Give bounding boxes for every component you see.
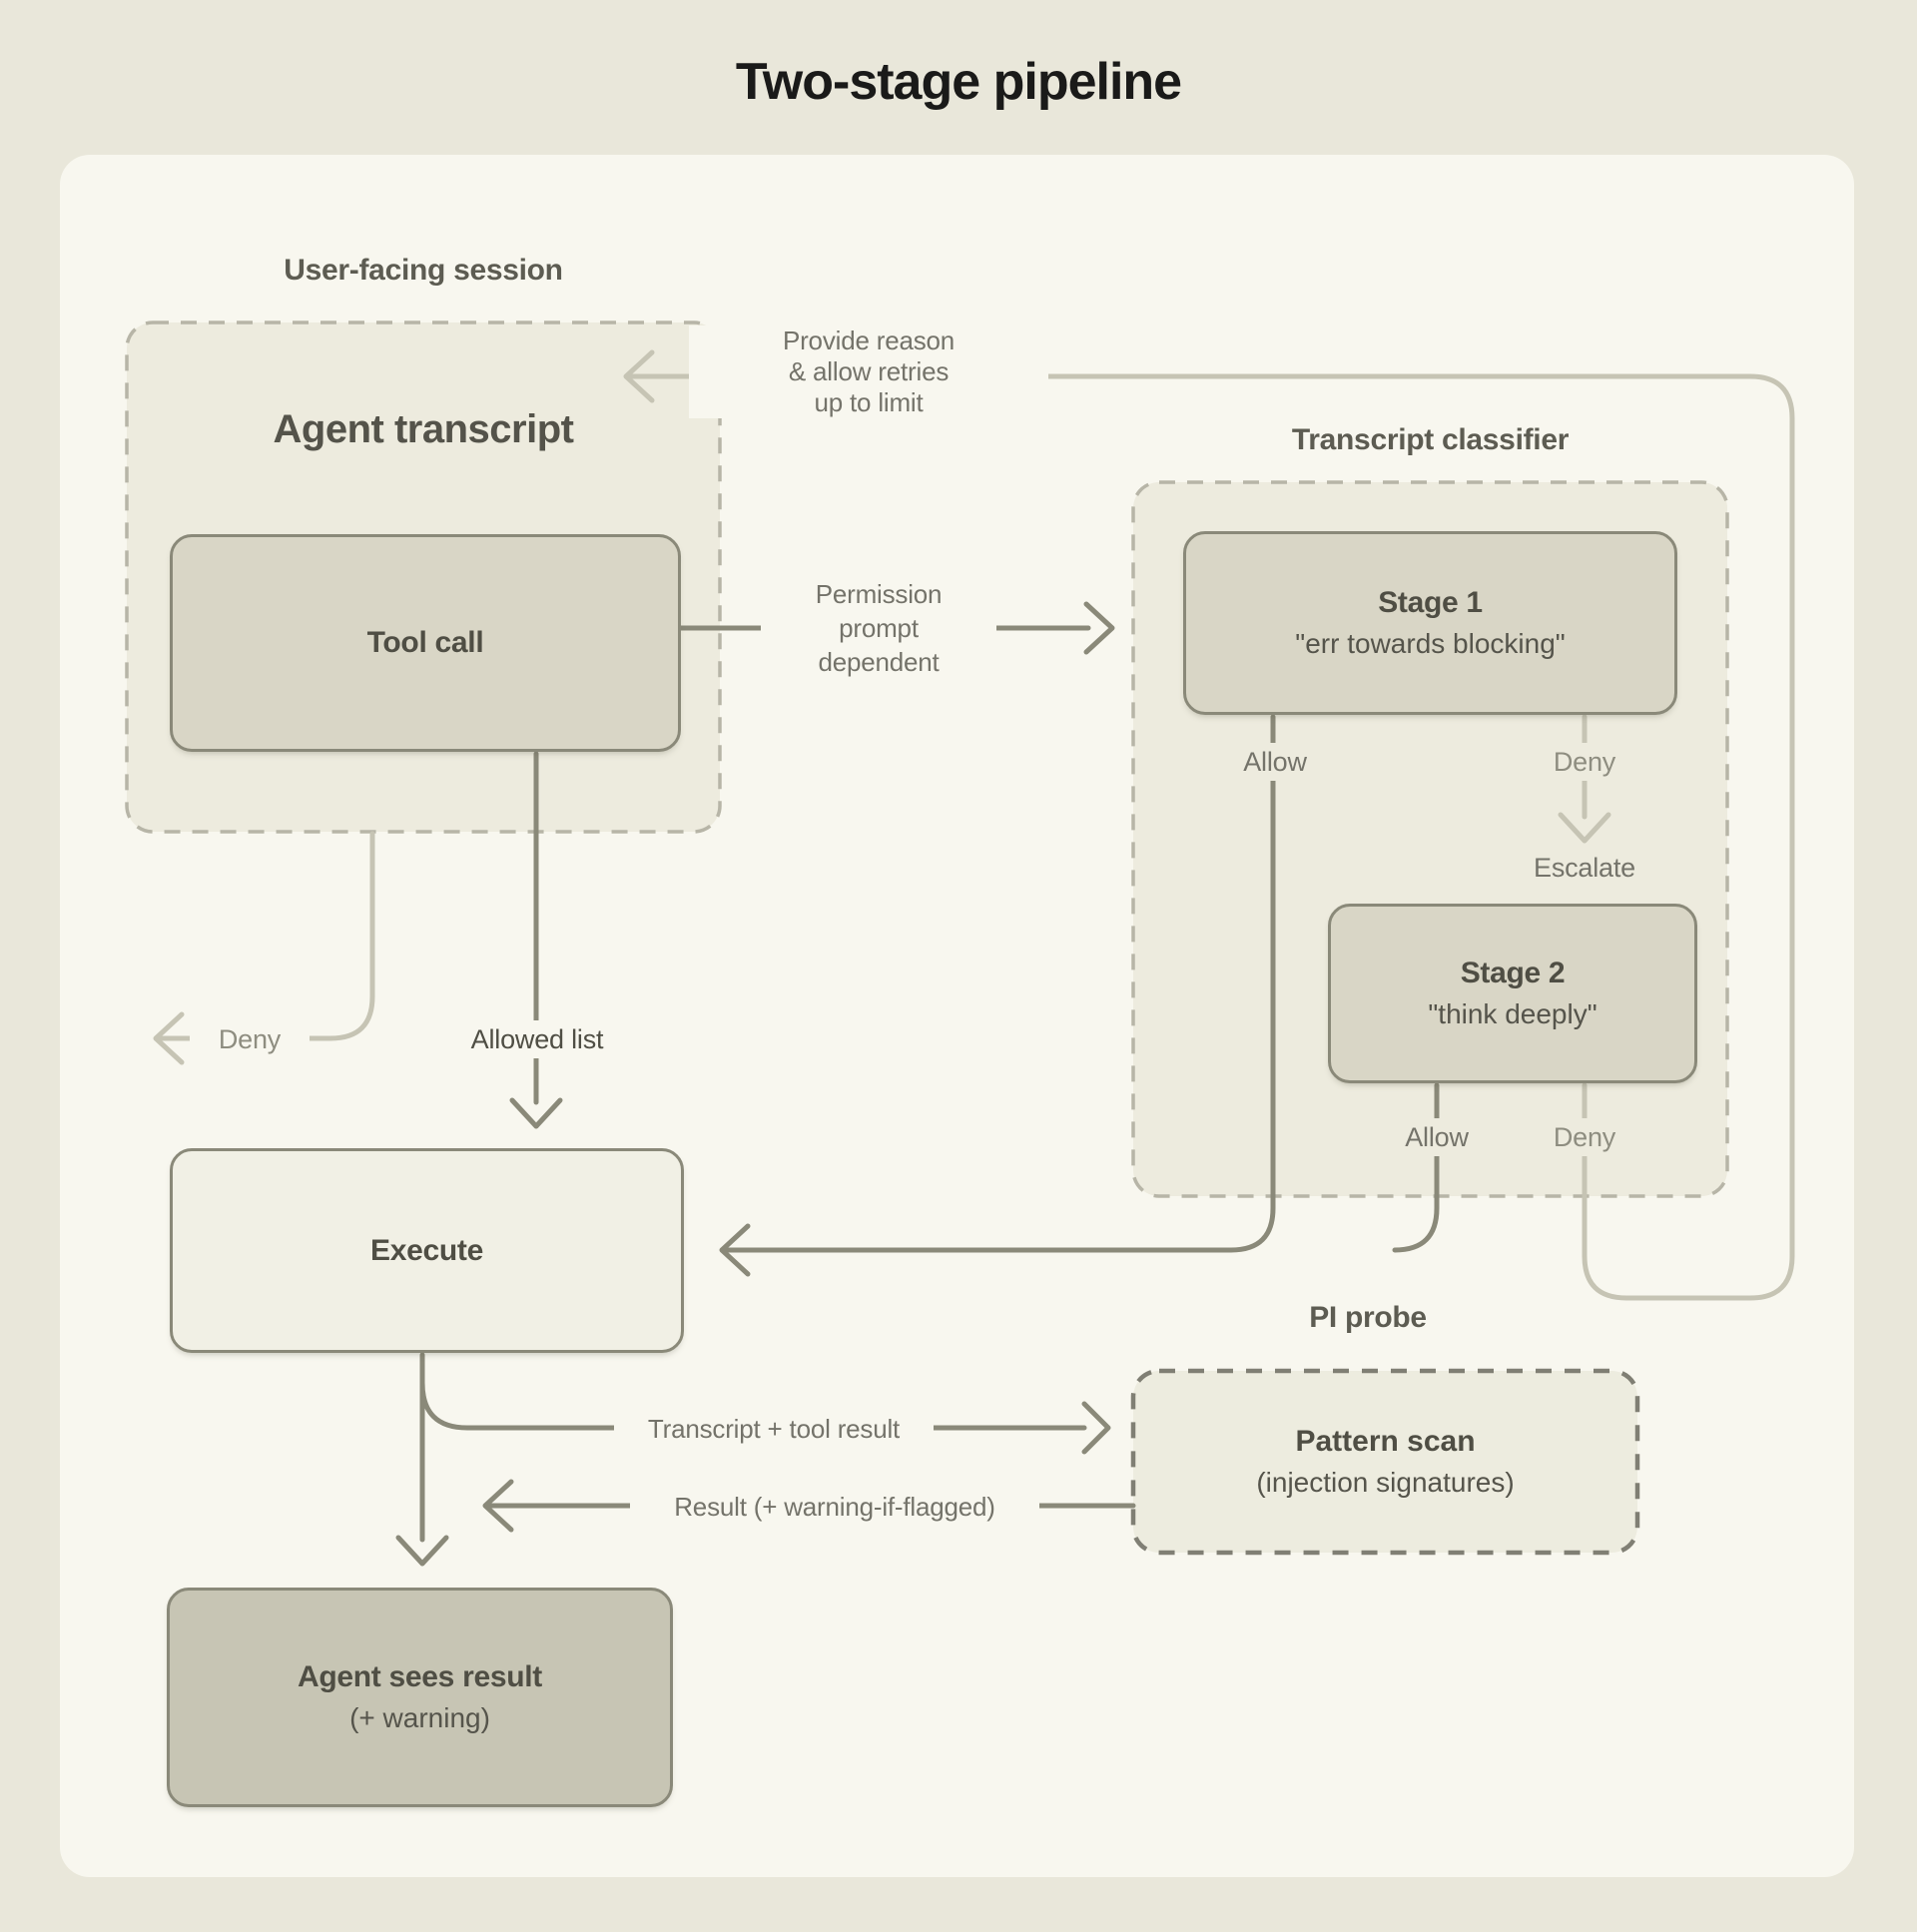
session-deny-arrowhead-icon: [153, 1011, 185, 1065]
session-deny-line: [155, 831, 375, 1041]
allowed-list-label: Allowed list: [447, 1020, 627, 1058]
session-deny-label: Deny: [190, 1020, 310, 1058]
tool-call-label: Tool call: [366, 626, 484, 659]
execute-result-arrowhead-icon: [395, 1535, 449, 1567]
stage1-subtitle: "err towards blocking": [1295, 628, 1566, 659]
stage1-title: Stage 1: [1378, 586, 1483, 619]
tool-call-node: Tool call: [170, 534, 681, 752]
provide-reason-label: Provide reason & allow retries up to lim…: [689, 325, 1048, 418]
agent-transcript-heading: Agent transcript: [273, 407, 574, 451]
to-probe-arrowhead-icon: [1081, 1401, 1111, 1455]
pi-probe-section-label: PI probe: [1309, 1301, 1427, 1334]
stage2-allow-line: [1392, 1082, 1440, 1253]
from-probe-arrowhead-icon: [482, 1479, 514, 1533]
execute-label: Execute: [370, 1233, 483, 1267]
pattern-scan-title: Pattern scan: [1295, 1425, 1476, 1458]
retry-loop-arrowhead-icon: [623, 349, 655, 403]
escalate-label: Escalate: [1505, 849, 1664, 887]
execute-in-arrowhead-icon: [719, 1223, 751, 1277]
to-probe-line: [419, 1380, 1087, 1431]
permission-label: Permission prompt dependent: [761, 577, 996, 679]
permission-arrowhead-icon: [1083, 601, 1115, 655]
pattern-scan-dashed-box: [1130, 1368, 1640, 1556]
stage2-allow-label: Allow: [1377, 1118, 1497, 1156]
deny-retry-loop-line: [625, 373, 1795, 1301]
stage1-node: Stage 1 "err towards blocking": [1183, 531, 1677, 715]
agent-sees-result-node: Agent sees result (+ warning): [167, 1588, 673, 1807]
classifier-section-label: Transcript classifier: [1291, 423, 1570, 456]
from-probe-label: Result (+ warning-if-flagged): [630, 1488, 1039, 1526]
agent-sees-result-sub: (+ warning): [349, 1702, 490, 1733]
to-probe-label: Transcript + tool result: [614, 1410, 934, 1448]
session-section-label: User-facing session: [284, 254, 563, 287]
page-title: Two-stage pipeline: [735, 53, 1182, 111]
execute-node: Execute: [170, 1148, 684, 1353]
escalate-arrowhead-icon: [1558, 812, 1611, 844]
stage1-allow-label: Allow: [1215, 743, 1335, 781]
allowed-list-arrowhead-icon: [509, 1097, 563, 1129]
agent-sees-result-label: Agent sees result: [298, 1660, 542, 1693]
pattern-scan-node: Pattern scan (injection signatures): [1133, 1371, 1637, 1553]
pattern-scan-sub: (injection signatures): [1256, 1467, 1515, 1498]
stage2-subtitle: "think deeply": [1428, 998, 1598, 1029]
stage1-deny-label: Deny: [1525, 743, 1644, 781]
stage2-deny-label: Deny: [1525, 1118, 1644, 1156]
stage1-allow-line: [721, 714, 1276, 1253]
stage2-title: Stage 2: [1460, 957, 1566, 989]
stage2-node: Stage 2 "think deeply": [1328, 904, 1697, 1083]
